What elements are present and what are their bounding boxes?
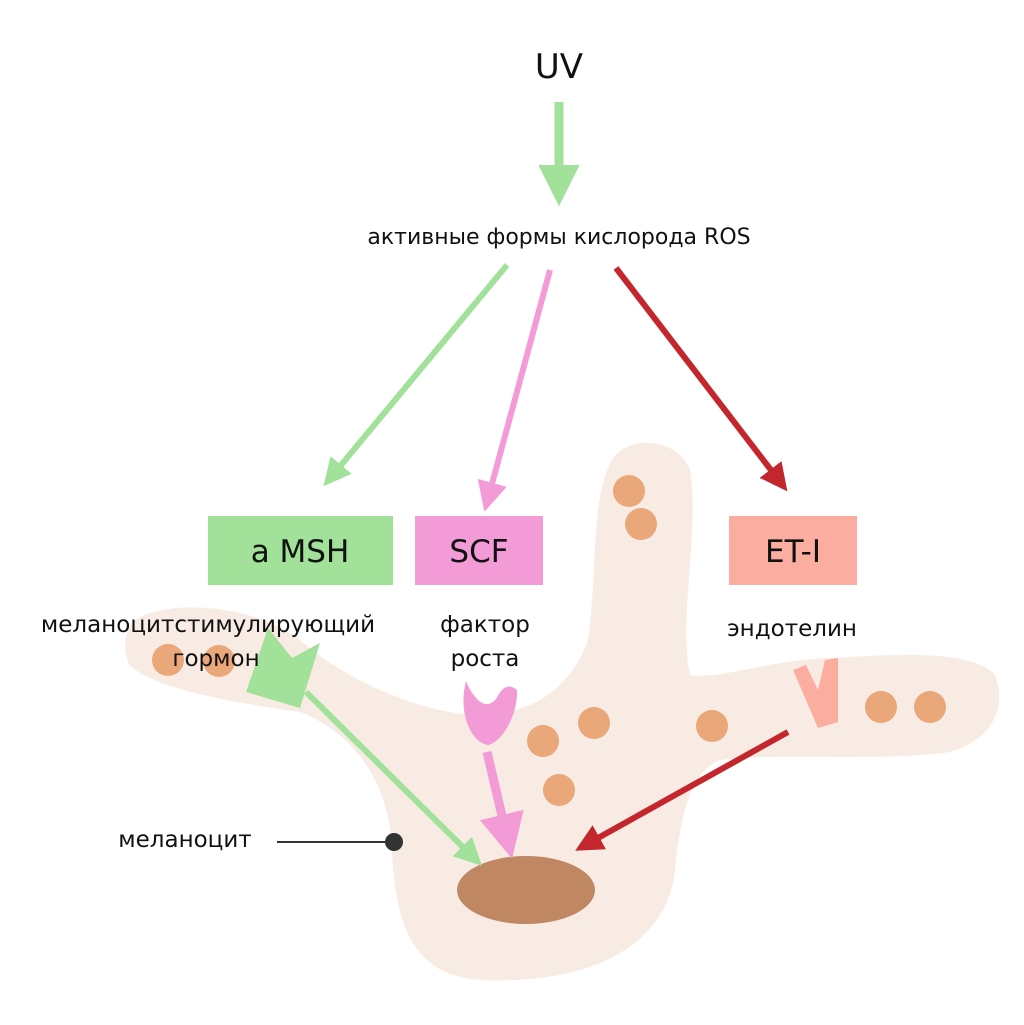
scf-caption-line-2: роста: [451, 646, 520, 672]
et1-receptor-icon: [793, 658, 838, 728]
melanocyte-pointer-dot: [385, 833, 403, 851]
et1-box: ET-I: [729, 516, 857, 585]
melanin-granule: [914, 691, 946, 723]
melanin-granule: [578, 707, 610, 739]
msh-caption-line-1: меланоцитстимулирующий: [41, 612, 375, 638]
msh-caption-line-2: гормон: [172, 646, 259, 672]
melanin-granule: [152, 644, 184, 676]
arrow-ros-to-scf: [477, 269, 553, 512]
melanin-granule: [527, 725, 559, 757]
arrow-ros-to-msh: [323, 263, 510, 487]
arrow-ros-to-et1: [613, 266, 788, 492]
melanin-granule: [543, 774, 575, 806]
arrow-scf-to-nucleus: [479, 750, 524, 859]
msh-label: a MSH: [251, 534, 350, 570]
arrow-et1-to-nucleus: [575, 729, 790, 851]
uv-title: UV: [535, 47, 583, 87]
melanin-granule: [865, 691, 897, 723]
ros-label: активные формы кислорода ROS: [367, 225, 750, 250]
msh-box: a MSH: [208, 516, 393, 585]
msh-receptor-icon: [246, 628, 320, 708]
scf-receptor-icon: [463, 681, 518, 745]
nucleus: [457, 856, 595, 924]
melanin-granule: [625, 508, 657, 540]
melanocyte-cell: [125, 442, 1000, 981]
et1-label: ET-I: [765, 534, 821, 570]
arrow-msh-to-nucleus: [303, 689, 482, 866]
scf-label: SCF: [449, 534, 508, 570]
melanin-granule: [696, 710, 728, 742]
et1-caption: эндотелин: [727, 616, 857, 642]
scf-box: SCF: [415, 516, 543, 585]
melanocyte-label: меланоцит: [118, 827, 251, 853]
scf-caption-line-1: фактор: [440, 612, 530, 638]
melanin-granule: [203, 645, 235, 677]
melanin-granule: [613, 475, 645, 507]
